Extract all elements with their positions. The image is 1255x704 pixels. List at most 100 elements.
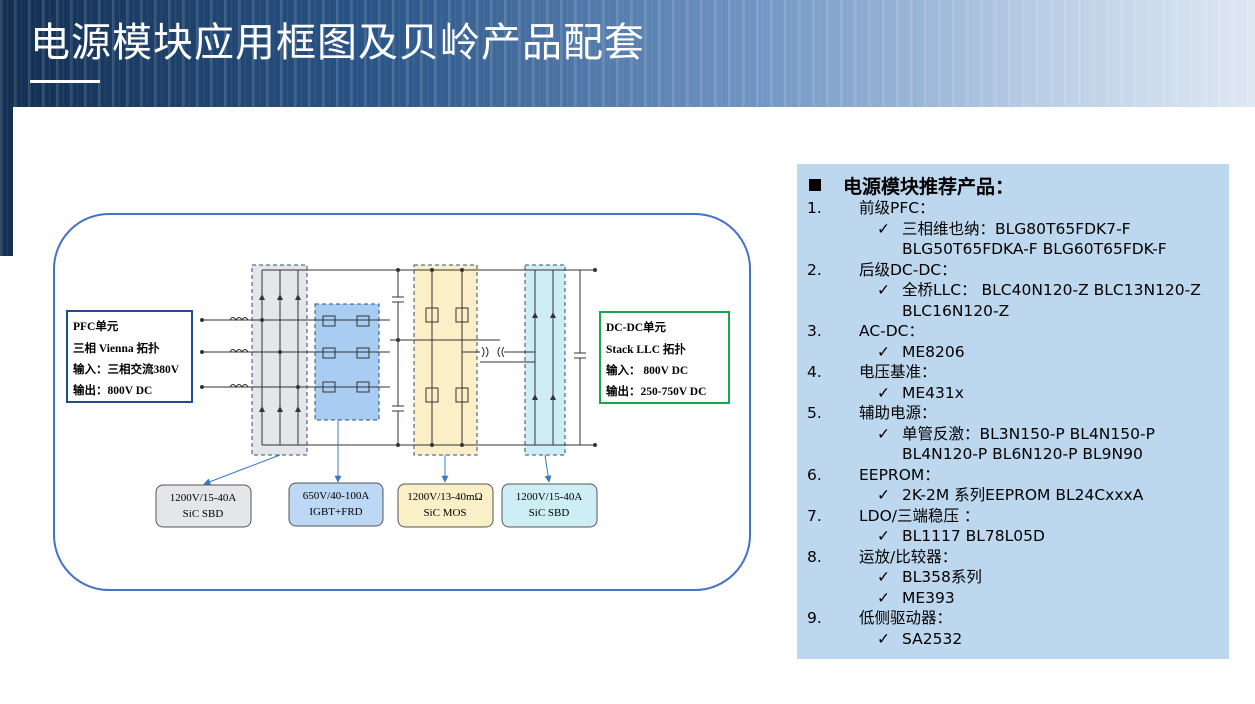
product-entry: ✓ SA2532 <box>797 629 1212 650</box>
square-bullet-icon <box>809 179 821 191</box>
product-category-item: 4. 电压基准： ✓ ME431x <box>797 362 1229 403</box>
checkmark-icon: ✓ <box>877 342 890 361</box>
product-model-text: ME8206 <box>902 342 965 361</box>
category-label: 低侧驱动器： <box>859 609 953 627</box>
mosfet-symbols <box>425 307 469 403</box>
product-model-text: 全桥LLC： BLC40N120-Z BLC13N120-Z BLC16N120… <box>902 281 1201 320</box>
product-model-text: ME393 <box>902 588 955 607</box>
product-model-text: ME431x <box>902 383 964 402</box>
callout-2-type: IGBT+FRD <box>309 506 362 518</box>
product-entry: ✓ ME8206 <box>797 342 1212 363</box>
product-entry: ✓ 三相维也纳：BLG80T65FDK7-F BLG50T65FDKA-F BLG… <box>797 219 1212 260</box>
zone-sic-sbd-output <box>524 264 566 456</box>
product-category-item: 6. EEPROM： ✓ 2K-2M 系列EEPROM BL24CxxxA <box>797 465 1229 506</box>
category-header: 2. 后级DC-DC： <box>797 260 1229 281</box>
dcdc-title: DC-DC单元 <box>606 320 667 334</box>
diode-symbols <box>259 294 556 412</box>
category-number: 9. <box>807 609 822 627</box>
category-number: 6. <box>807 465 822 484</box>
dcdc-topology: Stack LLC 拓扑 <box>606 342 686 356</box>
dcdc-output: 输出：250-750V DC <box>606 384 706 398</box>
callout-4-type: SiC SBD <box>529 507 570 519</box>
product-model-text: 单管反激：BL3N150-P BL4N150-P BL4N120-P BL6N1… <box>902 424 1155 464</box>
panel-heading: 电源模块推荐产品： <box>809 172 1014 199</box>
category-label: 后级DC-DC： <box>859 260 957 279</box>
product-entry: ✓ 全桥LLC： BLC40N120-Z BLC13N120-Z BLC16N12… <box>797 280 1212 321</box>
product-model-text: BL1117 BL78L05D <box>902 527 1045 545</box>
dcdc-input: 输入： 800V DC <box>606 363 688 377</box>
category-header: 4. 电压基准： <box>797 362 1229 383</box>
product-model-text: BL358系列 <box>902 568 982 586</box>
product-entry: ✓ BL1117 BL78L05D <box>797 526 1212 547</box>
pfc-unit-box: PFC单元 三相 Vienna 拓扑 输入：三相交流380V 输出：800V D… <box>66 310 193 403</box>
category-number: 7. <box>807 506 822 525</box>
callout-2-rating: 650V/40-100A <box>303 490 370 502</box>
product-category-item: 1. 前级PFC： ✓ 三相维也纳：BLG80T65FDK7-F BLG50T65FD… <box>797 198 1229 260</box>
circuit-nodes <box>200 268 597 447</box>
callout-igbt-frd: 650V/40-100A IGBT+FRD <box>288 482 384 527</box>
callout-arrows <box>203 420 552 486</box>
zone-igbt-frd <box>314 303 380 421</box>
category-header: 5. 辅助电源： <box>797 403 1229 424</box>
title-underline <box>30 80 100 83</box>
product-model-text: 三相维也纳：BLG80T65FDK7-F BLG50T65FDKA-F BLG6… <box>902 219 1167 259</box>
category-number: 1. <box>807 199 822 217</box>
category-label: EEPROM： <box>859 465 940 484</box>
category-header: 6. EEPROM： <box>797 465 1229 486</box>
callout-1-type: SiC SBD <box>183 508 224 520</box>
dcdc-unit-box: DC-DC单元 Stack LLC 拓扑 输入： 800V DC 输出：250-… <box>599 311 730 404</box>
product-model-text: 2K-2M 系列EEPROM BL24CxxxA <box>902 486 1144 504</box>
category-label: 辅助电源： <box>859 404 937 422</box>
category-label: LDO/三端稳压 ： <box>859 506 980 525</box>
checkmark-icon: ✓ <box>877 629 890 648</box>
category-header: 1. 前级PFC： <box>797 198 1229 219</box>
checkmark-icon: ✓ <box>877 281 890 299</box>
pfc-topology: 三相 Vienna 拓扑 <box>73 341 160 355</box>
pfc-title: PFC单元 <box>73 319 119 333</box>
category-header: 3. AC-DC： <box>797 321 1229 342</box>
product-list: 1. 前级PFC： ✓ 三相维也纳：BLG80T65FDK7-F BLG50T65FD… <box>797 198 1229 649</box>
category-header: 7. LDO/三端稳压 ： <box>797 506 1229 527</box>
callout-3-rating: 1200V/13-40mΩ <box>407 491 482 503</box>
category-header: 9. 低侧驱动器： <box>797 608 1229 629</box>
category-number: 2. <box>807 260 822 279</box>
pfc-input: 输入：三相交流380V <box>73 362 180 376</box>
category-label: 前级PFC： <box>859 199 935 217</box>
checkmark-icon: ✓ <box>877 219 890 238</box>
callout-sic-sbd-input: 1200V/15-40A SiC SBD <box>155 484 252 528</box>
panel-heading-text: 电源模块推荐产品： <box>843 176 1015 198</box>
product-category-item: 5. 辅助电源： ✓ 单管反激：BL3N150-P BL4N150-P BL4N120… <box>797 403 1229 465</box>
callout-sic-mos: 1200V/13-40mΩ SiC MOS <box>397 483 494 528</box>
page-title: 电源模块应用框图及贝岭产品配套 <box>30 20 645 66</box>
callout-3-type: SiC MOS <box>423 507 466 519</box>
category-label: AC-DC： <box>859 322 925 340</box>
checkmark-icon: ✓ <box>877 588 890 607</box>
category-number: 4. <box>807 363 822 381</box>
checkmark-icon: ✓ <box>877 527 890 545</box>
category-label: 运放/比较器： <box>859 547 958 566</box>
category-header: 8. 运放/比较器： <box>797 547 1229 568</box>
recommended-products-panel: 电源模块推荐产品： 1. 前级PFC： ✓ 三相维也纳：BLG80T65FDK7-F … <box>797 164 1229 659</box>
checkmark-icon: ✓ <box>877 568 890 586</box>
category-number: 3. <box>807 322 822 340</box>
zone-sic-mos <box>413 264 478 456</box>
category-number: 8. <box>807 547 822 566</box>
pfc-output: 输出：800V DC <box>73 383 152 397</box>
callout-sic-sbd-output: 1200V/15-40A SiC SBD <box>501 483 598 528</box>
product-entry: ✓ 单管反激：BL3N150-P BL4N150-P BL4N120-P BL6N… <box>797 424 1212 465</box>
checkmark-icon: ✓ <box>877 383 890 402</box>
product-entry: ✓ BL358系列 <box>797 567 1212 588</box>
product-category-item: 3. AC-DC： ✓ ME8206 <box>797 321 1229 362</box>
product-model-text: SA2532 <box>902 629 963 648</box>
category-label: 电压基准： <box>859 363 937 381</box>
checkmark-icon: ✓ <box>877 424 890 443</box>
product-entry: ✓ ME431x <box>797 383 1212 404</box>
product-category-item: 7. LDO/三端稳压 ： ✓ BL1117 BL78L05D <box>797 506 1229 547</box>
product-entry: ✓ 2K-2M 系列EEPROM BL24CxxxA <box>797 485 1212 506</box>
product-category-item: 2. 后级DC-DC： ✓ 全桥LLC： BLC40N120-Z BLC13N120-… <box>797 260 1229 322</box>
product-entry: ✓ ME393 <box>797 588 1212 609</box>
checkmark-icon: ✓ <box>877 486 890 504</box>
category-number: 5. <box>807 404 822 422</box>
callout-1-rating: 1200V/15-40A <box>170 492 237 504</box>
